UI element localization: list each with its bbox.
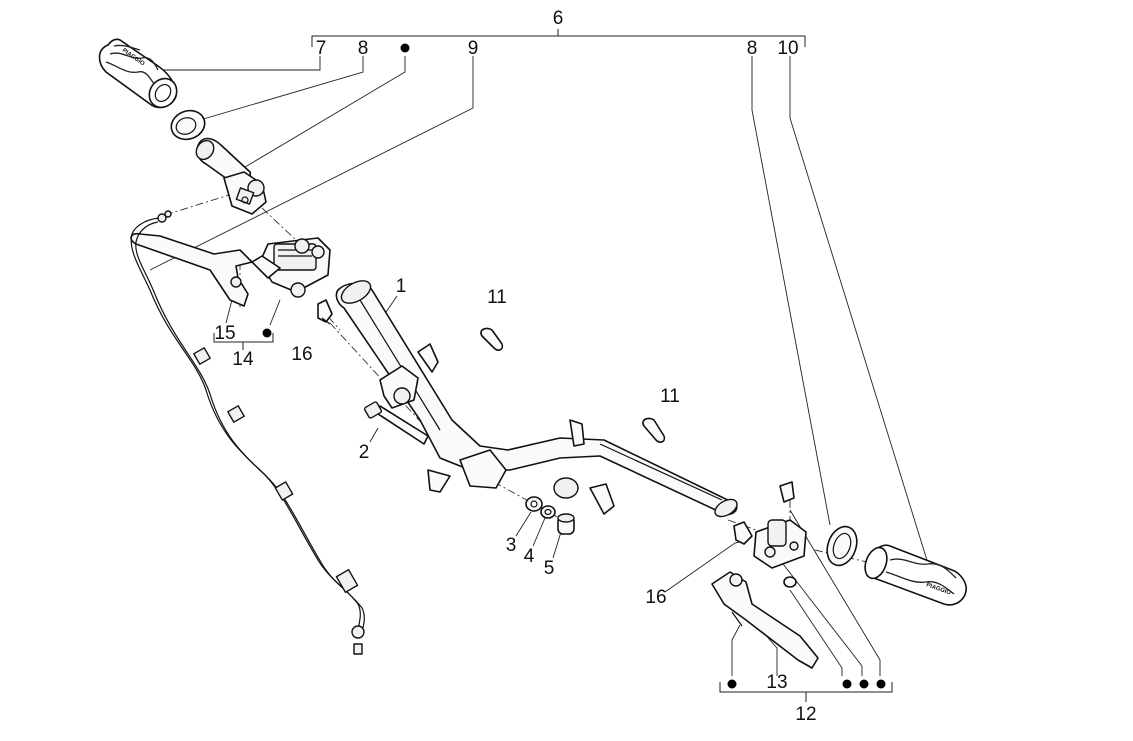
- left-bleed-nipple: [317, 299, 333, 325]
- throttle-cable: [130, 210, 365, 655]
- callout-14: 14: [232, 349, 254, 370]
- marker-dot-12b: [842, 679, 852, 689]
- throttle-housing: [223, 171, 267, 215]
- callout-1: 1: [396, 276, 407, 297]
- callout-16-right: 16: [645, 587, 666, 608]
- group-bracket-12: [719, 682, 893, 702]
- right-brake-lever: [711, 571, 819, 669]
- callout-11-upper: 11: [487, 287, 507, 308]
- callout-2: 2: [359, 442, 370, 463]
- callout-8-left: 8: [358, 38, 369, 59]
- callout-11-lower: 11: [660, 386, 680, 407]
- handlebar: [335, 280, 738, 518]
- callout-5: 5: [544, 558, 555, 579]
- callout-8-right: 8: [747, 38, 758, 59]
- group-bracket-6: [311, 29, 806, 47]
- handlebar-bolt: [363, 401, 429, 445]
- washer-4: [540, 505, 556, 519]
- clip-11a: [480, 327, 504, 351]
- right-grip: PIAGGIO: [864, 544, 967, 606]
- callout-15: 15: [214, 323, 235, 344]
- clip-11b: [642, 417, 666, 443]
- callout-9: 9: [468, 38, 479, 59]
- marker-dot-left-brake: [262, 328, 272, 338]
- callout-labels: 6 7 8 9 8 10 1 11 15 14 16 11 2 3 4 5 16…: [214, 8, 816, 725]
- right-bleed-nipple: [733, 521, 753, 545]
- callout-10: 10: [777, 38, 798, 59]
- washer-3: [525, 496, 543, 512]
- spacer-5: [557, 513, 575, 535]
- left-brake-lever: [130, 232, 253, 307]
- callout-6: 6: [553, 8, 564, 29]
- marker-dot-12d: [876, 679, 886, 689]
- left-grip: PIAGGIO: [98, 38, 178, 109]
- callout-7: 7: [316, 38, 327, 59]
- left-grip-ring: [170, 109, 206, 141]
- left-brake-master-cylinder: [251, 237, 331, 298]
- marker-dot-12a: [727, 679, 737, 689]
- marker-dots: [262, 43, 886, 689]
- marker-dot-12c: [859, 679, 869, 689]
- group-bracket-14: [213, 333, 274, 350]
- leader-lines: [149, 56, 931, 676]
- callout-16-left: 16: [291, 344, 312, 365]
- callout-12: 12: [795, 704, 816, 725]
- right-brake-switch-block: [753, 481, 807, 569]
- callout-3: 3: [506, 535, 517, 556]
- right-grip-ring: [826, 525, 858, 567]
- callout-4: 4: [524, 546, 535, 567]
- marker-dot-throttle: [400, 43, 410, 53]
- right-lever-washer: [783, 576, 797, 588]
- callout-13: 13: [766, 672, 787, 693]
